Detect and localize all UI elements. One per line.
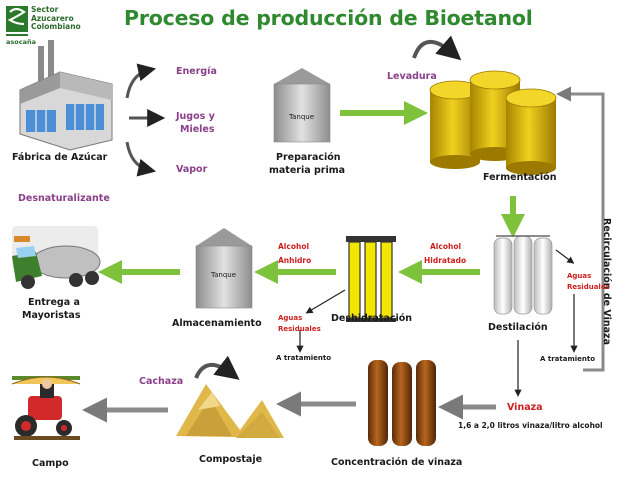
label-field: Campo: [32, 458, 69, 469]
logo-wordmark: Sector Azucarero Colombiano: [31, 5, 81, 32]
label-dehydration: Deshidratación: [331, 313, 413, 324]
label-preparation-line2: materia prima: [269, 165, 346, 176]
label-energia: Energía: [176, 66, 217, 77]
label-vinaza-concentration: Concentración de vinaza: [331, 457, 463, 468]
delivery-truck-illustration: [12, 226, 101, 289]
label-vapor: Vapor: [176, 164, 208, 175]
label-sugar-factory: Fábrica de Azúcar: [12, 152, 108, 163]
dehydration-columns: [346, 236, 396, 322]
label-tank-storage: Tanque: [211, 271, 237, 279]
logo-subtext: asocaña: [6, 38, 36, 46]
label-anhydrous-alcohol-line2: Anhidro: [278, 256, 312, 265]
label-fermentation: Fermentación: [483, 172, 557, 183]
field-tractor-illustration: [11, 376, 81, 440]
levadura-arrow: [412, 35, 462, 61]
label-to-treatment-2: A tratamiento: [540, 355, 596, 363]
label-composting: Compostaje: [199, 454, 263, 465]
asocana-logo: [6, 6, 28, 36]
label-distillation-wastewater-line1: Aguas: [567, 272, 592, 280]
label-anhydrous-alcohol-line1: Alcohol: [278, 242, 310, 251]
label-to-treatment-1: A tratamiento: [276, 354, 332, 362]
vinaza-concentration-columns: [368, 360, 436, 446]
label-vinaza-recirculation: Recirculación de Vinaza: [601, 218, 612, 345]
label-dehydration-wastewater-line2: Residuales: [278, 325, 321, 333]
arrow-dehydration-wastewater: [305, 289, 346, 314]
label-hydrated-alcohol-line1: Alcohol: [430, 242, 462, 251]
compost-piles: [176, 384, 284, 438]
factory-output-arrows: [125, 63, 166, 177]
label-vinaza-ratio: 1,6 a 2,0 litros vinaza/litro alcohol: [458, 421, 603, 430]
cachaza-arrow: [194, 355, 240, 380]
label-preparation-line1: Preparación: [276, 152, 341, 163]
recirculation-line: [556, 86, 605, 372]
label-hydrated-alcohol-line2: Hidratado: [424, 256, 467, 265]
label-distillation: Destilación: [488, 322, 548, 333]
fermentation-tanks: [429, 70, 557, 175]
distillation-columns: [493, 235, 553, 315]
label-distillation-wastewater-line2: Residuales: [567, 283, 610, 291]
label-tank-preparation: Tanque: [289, 113, 315, 121]
logo-line-2: Azucarero: [31, 13, 74, 23]
label-vinaza: Vinaza: [507, 402, 543, 413]
label-delivery-line1: Entrega a: [28, 297, 80, 308]
label-storage: Almacenamiento: [172, 318, 262, 329]
storage-tank: [195, 228, 253, 309]
label-dehydration-wastewater-line1: Aguas: [278, 314, 303, 322]
label-jugos-line1: Jugos y: [176, 111, 215, 122]
page-title: Proceso de producción de Bioetanol: [124, 6, 533, 30]
label-denaturant: Desnaturalizante: [18, 193, 110, 204]
label-jugos-line2: Mieles: [180, 124, 215, 135]
label-cachaza: Cachaza: [139, 376, 184, 387]
preparation-tank: [273, 68, 331, 143]
arrow-distillation-wastewater: [555, 249, 575, 264]
label-delivery-line2: Mayoristas: [22, 310, 81, 321]
logo-line-3: Colombiano: [31, 22, 81, 31]
logo-line-1: Sector: [31, 5, 59, 14]
label-levadura: Levadura: [387, 71, 437, 82]
sugar-factory-illustration: [19, 40, 113, 151]
